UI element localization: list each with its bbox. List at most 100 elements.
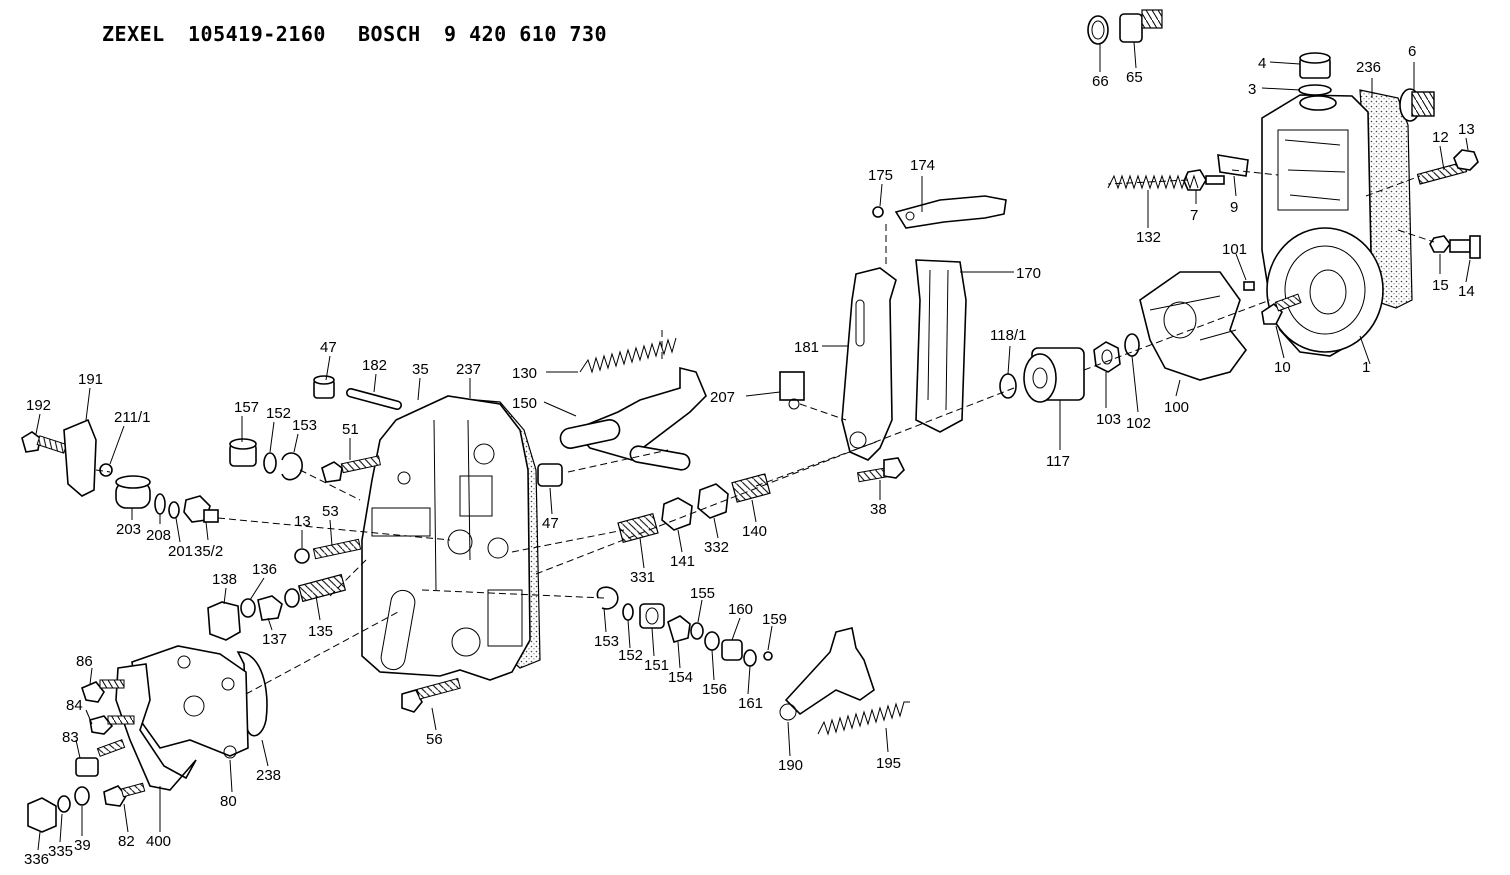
callout: 82 [118,833,135,850]
callout: 140 [742,523,767,540]
zexel-part-number: 105419-2160 [188,22,326,46]
callout: 160 [728,601,753,618]
callout: 335 [48,843,73,860]
callout: 13 [1458,121,1475,138]
callout: 159 [762,611,787,628]
callout: 7 [1190,207,1198,224]
screw-plug [1399,88,1435,122]
nut-137 [257,595,283,621]
callout: 157 [234,399,259,416]
plate-191 [63,418,97,497]
ring-152 [263,452,277,474]
callout: 175 [868,167,893,184]
pin-182 [346,387,402,411]
lever-170 [915,259,967,433]
callout: 100 [1164,399,1189,416]
lever-400 [115,663,197,791]
callout: 14 [1458,283,1475,300]
callout: 400 [146,833,171,850]
callout: 86 [76,653,93,670]
callout: 153 [594,633,619,650]
screw-38 [856,457,905,483]
callout: 170 [1016,265,1041,282]
callout: 9 [1230,199,1238,216]
ring-208 [154,493,166,515]
callout: 190 [778,757,803,774]
fitting [1429,235,1481,259]
callout: 10 [1274,359,1291,376]
callout: 195 [876,755,901,772]
callout: 203 [116,521,141,538]
callout: 56 [426,731,443,748]
washer-155 [690,622,704,640]
cap-nut-336 [27,797,57,833]
lever-181 [841,267,897,461]
callout: 6 [1408,43,1416,60]
pin-159 [763,651,773,661]
screw [1261,293,1302,325]
screw-83 [75,739,126,777]
nut-332 [697,483,729,519]
callout: 238 [256,767,281,784]
callout: 53 [322,503,339,520]
callout: 118/1 [990,327,1026,344]
callout: 84 [66,697,83,714]
callout: 35/2 [194,543,223,560]
callout: 150 [512,395,537,412]
callout: 130 [512,365,537,382]
callout: 208 [146,527,171,544]
clip [779,371,805,410]
callout: 156 [702,681,727,698]
callout: 154 [668,669,693,686]
sleeve-157 [229,438,257,467]
lever-190 [779,627,875,721]
callout: 201 [168,543,193,560]
callout: 38 [870,501,887,518]
washer-161 [743,649,757,667]
callout: 181 [794,339,819,356]
cap-nut-138 [207,601,241,641]
ring-201 [168,501,180,519]
callout: 151 [644,657,669,674]
sleeve [1023,347,1085,403]
brand-zexel: ZEXEL [102,22,165,46]
washer [1124,333,1140,357]
callout: 191 [78,371,103,388]
flyweight-assembly [1139,271,1248,381]
callout: 65 [1126,69,1143,86]
callout: 207 [710,389,735,406]
screw-86 [81,679,125,703]
adjusting-screw-135 [297,573,347,603]
nut-154 [667,615,691,643]
lever-174 [894,195,1007,229]
callout: 117 [1046,453,1070,470]
callout: 161 [738,695,763,712]
callout: 80 [220,793,237,810]
assembly-lines [95,169,1435,695]
screw-84 [89,715,135,735]
washer-175 [872,206,884,218]
lever-150 [559,366,707,471]
leader-lines [35,41,1471,851]
callout: 35 [412,361,429,378]
spring-130 [579,337,677,374]
callout: 47 [542,515,559,532]
callout: 152 [618,647,643,664]
screw-53 [312,538,362,560]
screw-47-side [537,463,563,487]
callout: 152 [266,405,291,422]
bushing-160 [721,639,743,661]
callout: 51 [342,421,359,438]
washer-13 [294,548,310,564]
callout: 103 [1096,411,1121,428]
washer-135a [284,588,300,608]
washer-156 [704,631,720,651]
callout: 12 [1432,129,1449,146]
spring-195 [817,701,910,736]
sleeve-151 [639,603,665,629]
callout: 138 [212,571,237,588]
bracket [1183,154,1249,191]
callout: 101 [1222,241,1247,258]
callout: 39 [74,837,91,854]
